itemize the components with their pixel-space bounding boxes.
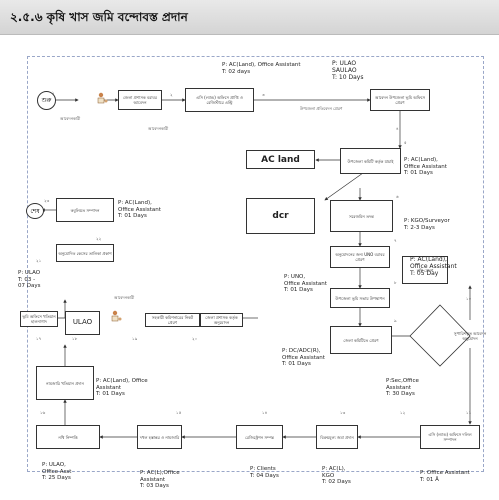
step-number: ১৫ [176, 410, 182, 415]
step-number: ১৪ [262, 410, 268, 415]
box-ulao: ULAO [65, 311, 100, 335]
role-label-16: P: Office Assistant T: 01 Ä [420, 470, 470, 483]
box-kabuliyat: কবুলিয়ত সম্পাদন [56, 198, 114, 222]
step-number: ১৩ [340, 410, 346, 415]
step-number: ১৮ [72, 336, 78, 341]
applicant-label-2: আবেদনকারী [114, 295, 135, 300]
step-number: ৪ [396, 126, 399, 131]
role-label-14: P: Clients T: 04 Days [250, 466, 279, 479]
step-number: ১ [52, 90, 55, 95]
step-number: ৫ [404, 140, 407, 145]
box-ac-land: AC land [246, 150, 315, 169]
end-label: শেষ [30, 207, 40, 215]
box-deed-execution: এসি (ল্যান্ড) অফিসে দলিল সম্পাদন [420, 425, 480, 449]
step-number: ২ [170, 92, 173, 97]
applicant-icon [97, 92, 108, 104]
step-number: ১২ [400, 410, 406, 415]
box-khatian-update: ভূমি অফিসে খতিয়ান হালনাগাদ [20, 311, 58, 327]
role-label-9: P: DC/ADC(R), Office Assistant T: 01 Day… [282, 348, 325, 368]
step-number: ৬ [396, 194, 399, 199]
end-node: শেষ [26, 203, 44, 219]
box-price-deposit: বিক্রয়মূল্য জমা প্রদান [316, 425, 358, 449]
step-number: ১৯ [132, 336, 138, 341]
box-dc-approval: জেলা প্রশাসক কর্তৃক অনুমোদন [200, 313, 243, 327]
box-mutation-khatian: নামজারি খতিয়ান প্রদান [36, 366, 94, 400]
role-label-7: P: ULAO T: 03 - 07 Days [18, 270, 41, 290]
box-send-file: নথি প্রেরণ [402, 256, 448, 284]
role-label-11: P: AC(Land), Office Assistant T: 01 Days [96, 378, 148, 398]
label-applicant-bottom: আবেদনকারী [148, 126, 169, 131]
role-label-12: P: ULAO, Office Asst T: 25 Days [42, 462, 72, 482]
box-committee-verify: উপজেলা কমিটি কর্তৃক যাচাই [340, 148, 401, 174]
step-number: ১১ [466, 410, 472, 415]
step-number: ৩ [262, 92, 265, 97]
applicant-icon-2 [111, 310, 122, 322]
role-label-15: P: AC(L), KGO T: 02 Days [322, 466, 351, 486]
start-label: শুরু [41, 97, 52, 104]
role-label-2: P: ULAO SAULAO T: 10 Days [332, 60, 364, 82]
page-title: ২.৫.৬ কৃষি খাস জমি বন্দোবস্ত প্রদান [10, 10, 188, 24]
box-file-settlement: নথি নিষ্পত্তি [36, 425, 100, 449]
step-number: ৮ [394, 280, 397, 285]
box-forward-upazila: আবেদন উপজেলা ভূমি অফিসে প্রেরণ [370, 89, 430, 111]
page-header: ২.৫.৬ কৃষি খাস জমি বন্দোবস্ত প্রদান [0, 0, 499, 35]
applicant-label: আবেদনকারী [60, 116, 81, 121]
start-node: শুরু [37, 91, 56, 110]
box-approved-list: অনুমোদিত কেসের তালিকা প্রকাশ [56, 244, 114, 262]
role-label-1: P: AC(Land), Office Assistant T: 02 days [222, 62, 301, 75]
box-dcr: dcr [246, 198, 315, 234]
step-number: ১৬ [40, 410, 46, 415]
step-number: ১০ [466, 296, 472, 301]
role-label-13: P: AC(L),Office Assistant T: 03 Days [140, 470, 180, 490]
step-number: ২২ [96, 236, 102, 241]
decision-approve: সুপারিশকৃত আবেদন অনুমোদন [453, 331, 487, 341]
step-number: ৯ [394, 318, 397, 323]
role-label-8: P: UNO, Office Assistant T: 01 Days [284, 274, 327, 294]
diagram-frame [27, 56, 484, 472]
box-send-ac: সহকারী কমিশনারের নিকট প্রেরণ [145, 313, 200, 327]
box-registration: রেজিস্ট্রেশন সম্পন্ন [236, 425, 283, 449]
box-send-uno: অনুমোদনের জন্য UNO বরাবর প্রেরণ [330, 246, 390, 268]
box-district-committee: জেলা কমিটিতে প্রেরণ [330, 326, 392, 354]
box-field-investigation: সরেজমিন তদন্ত [330, 200, 393, 232]
role-label-4: P: KGO/Surveyor T: 2-3 Days [404, 218, 450, 231]
box-possession-transfer: দখল হস্তান্তর ও নামজারি [137, 425, 182, 449]
step-number: ১৭ [36, 336, 42, 341]
box-upazila-meeting: উপজেলা ভূমি সভায় উপস্থাপন [330, 288, 390, 308]
box-application-to-dc: জেলা প্রশাসক বরাবর আবেদন [118, 90, 162, 110]
step-number: ২০ [192, 336, 198, 341]
role-label-10: P:Sec,Office Assistant T: 30 Days [386, 378, 419, 398]
step-number: ২৩ [44, 198, 50, 203]
role-label-5: P: AC(Land), Office Assistant T: 05 Day [410, 256, 457, 278]
label-report-send: উপজেলা প্রতিবেদন প্রেরণ [300, 106, 343, 111]
role-label-3: P: AC(Land), Office Assistant T: 01 Days [404, 157, 447, 177]
role-label-6: P: AC(Land), Office Assistant T: 01 Days [118, 200, 161, 220]
step-number: ৭ [394, 238, 397, 243]
step-number: ২১ [36, 258, 42, 263]
box-acland-receive: এসি (ল্যান্ড) অফিসে প্রাপ্তি ও রেজিস্টার… [185, 88, 254, 112]
